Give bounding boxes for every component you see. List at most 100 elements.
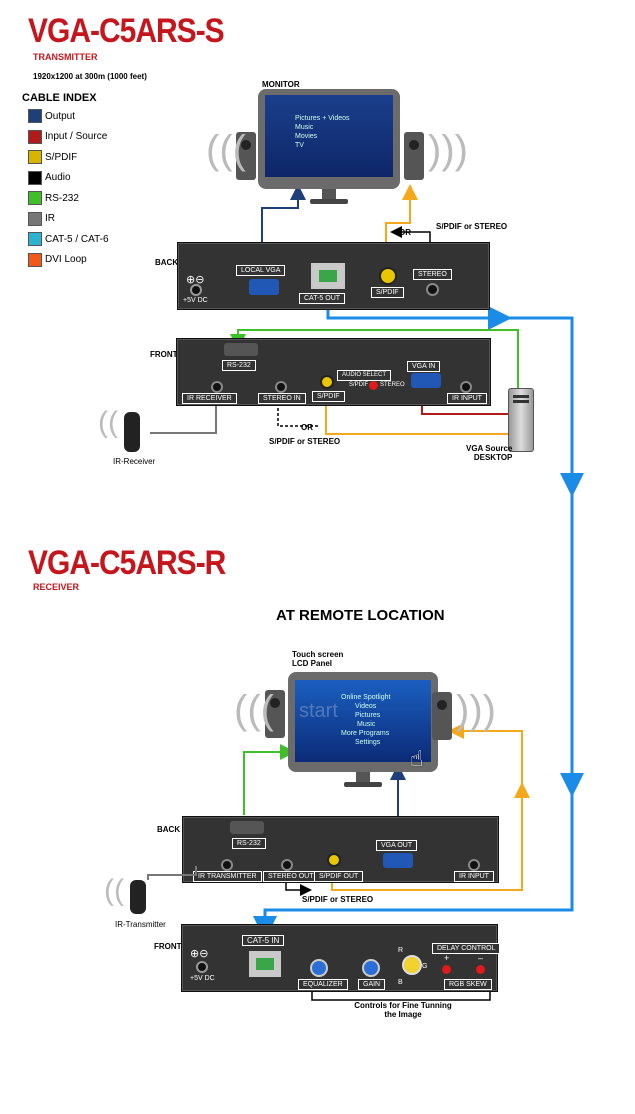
sound-wave-icon: ))): [456, 688, 496, 732]
rx-spdif-or-stereo: S/PDIF or STEREO: [302, 895, 374, 904]
cable-cat5: [253, 306, 574, 940]
cable-rs232-tx: [230, 329, 519, 388]
receiver-back-panel: RS-232 IR TRANSMITTER STEREO OUT S/PDIF …: [182, 816, 499, 883]
local-vga-port[interactable]: [249, 279, 279, 295]
spdif-or-stereo-bottom: S/PDIF or STEREO: [269, 437, 341, 446]
ir-receiver-port[interactable]: [211, 381, 223, 393]
vga-out-label: VGA OUT: [376, 840, 418, 851]
legend-item: IR: [28, 211, 55, 227]
speaker-left: [236, 132, 256, 180]
rs232-port[interactable]: [224, 343, 258, 356]
receiver-front-panel: ⊕⊖ +5V DC CAT-5 IN EQUALIZER GAIN R G B …: [181, 924, 501, 992]
spdif-port[interactable]: [379, 267, 397, 285]
transmitter-front-panel: RS-232 IR RECEIVER STEREO IN S/PDIF AUDI…: [176, 338, 491, 406]
ir-signal-icon: ((: [98, 406, 118, 439]
rx-ir-input-label: IR INPUT: [454, 871, 494, 882]
tx-front-spdif-port[interactable]: [320, 375, 334, 389]
legend-swatch: [28, 109, 42, 123]
rx-power-label: +5V DC: [190, 975, 215, 982]
monitor-label: MONITOR: [262, 80, 300, 89]
ir-receiver-label: IR RECEIVER: [182, 393, 237, 404]
legend-label: Output: [45, 110, 76, 122]
tx-front-label: FRONT: [150, 350, 178, 359]
legend-label: RS-232: [45, 192, 79, 204]
ir-signal-icon: ((: [104, 874, 124, 907]
audio-select-button[interactable]: [369, 381, 378, 390]
spdif-out-port[interactable]: [327, 853, 341, 867]
receiver-role: RECEIVER: [33, 582, 80, 592]
cable-rs232-rx: [243, 744, 296, 815]
rx-speaker-right: [432, 692, 452, 740]
legend-swatch: [28, 211, 42, 226]
cat5-out-port[interactable]: [311, 263, 345, 289]
rgb-selector-knob[interactable]: [402, 955, 422, 975]
legend-label: Audio: [45, 172, 71, 183]
receiver-model-title: VGA-C5ARS-R: [28, 544, 226, 582]
rgb-skew-label: RGB SKEW: [444, 979, 492, 990]
power-jack[interactable]: [190, 284, 202, 296]
tx-rs232-label: RS-232: [222, 360, 256, 371]
delay-minus-button[interactable]: [476, 965, 485, 974]
legend-label: CAT-5 / CAT-6: [45, 233, 109, 245]
cat5-in-port[interactable]: [249, 951, 281, 977]
gain-knob[interactable]: [362, 959, 380, 977]
legend-swatch: [28, 150, 42, 164]
monitor-screen: Pictures + Videos Music Movies TV: [265, 95, 393, 177]
legend-title: CABLE INDEX: [22, 92, 97, 104]
gain-label: GAIN: [358, 979, 386, 990]
tx-ir-input-label: IR INPUT: [447, 393, 487, 404]
stereo-port[interactable]: [426, 283, 439, 296]
ir-input-port[interactable]: [460, 381, 472, 393]
rx-speaker-left: [265, 690, 285, 738]
equalizer-label: EQUALIZER: [298, 979, 348, 990]
stereo-out-port[interactable]: [281, 859, 293, 871]
rx-front-label: FRONT: [154, 942, 182, 951]
local-vga-label: LOCAL VGA: [236, 265, 286, 276]
legend-label: DVI Loop: [45, 254, 87, 265]
equalizer-knob[interactable]: [310, 959, 328, 977]
rx-ir-input-port[interactable]: [468, 859, 480, 871]
sound-wave-icon: ))): [428, 128, 468, 172]
remote-location-heading: AT REMOTE LOCATION: [276, 607, 445, 624]
ir-receiver-device-label: IR-Receiver: [113, 457, 156, 466]
rx-rs232-port[interactable]: [230, 821, 264, 834]
vga-out-port[interactable]: [383, 853, 413, 868]
ir-transmitter-device-label: IR-Transmitter: [115, 920, 166, 929]
legend-swatch: [28, 252, 42, 267]
legend-item: Input / Source: [28, 129, 107, 145]
legend-label: S/PDIF: [45, 151, 78, 163]
or-bottom: OR: [301, 423, 313, 432]
stereo-in-port[interactable]: [275, 381, 287, 393]
cable-spdif-rx: [331, 723, 523, 891]
ir-receiver-device: [124, 412, 140, 452]
transmitter-model-title: VGA-C5ARS-S: [28, 12, 225, 50]
tx-back-label: BACK: [155, 258, 179, 267]
rgb-r-label: R: [398, 947, 404, 954]
vga-source-label: VGA Source DESKTOP: [466, 444, 513, 462]
audio-select-stereo: STEREO: [380, 382, 405, 388]
rgb-b-label: B: [398, 979, 403, 986]
power-symbol-icon: ⊕⊖: [186, 274, 205, 286]
vga-in-port[interactable]: [411, 373, 441, 388]
power-symbol-icon: ⊕⊖: [190, 948, 209, 960]
transmitter-role: TRANSMITTER: [33, 52, 98, 62]
vga-in-label: VGA IN: [407, 361, 441, 372]
delay-control-label: DELAY CONTROL: [432, 943, 501, 954]
legend-swatch: [28, 232, 42, 246]
legend-item: CAT-5 / CAT-6: [28, 231, 109, 247]
ir-transmitter-port[interactable]: [221, 859, 233, 871]
touch-panel-screen[interactable]: start Online Spotlight Videos Pictures M…: [295, 680, 431, 762]
delay-plus-button[interactable]: [442, 965, 451, 974]
monitor: Pictures + Videos Music Movies TV: [258, 89, 400, 189]
audio-select-label: AUDIO SELECT: [337, 370, 392, 381]
legend-swatch: [28, 129, 42, 144]
spdif-out-label: S/PDIF OUT: [314, 871, 364, 882]
tx-back-spdif-label: S/PDIF: [371, 287, 404, 298]
legend-item: S/PDIF: [28, 149, 77, 165]
rx-power-jack[interactable]: [196, 961, 208, 973]
legend-item: Output: [28, 108, 75, 124]
audio-select-spdif: S/PDIF: [349, 382, 369, 388]
sound-wave-icon: (((: [234, 688, 274, 732]
cat5-out-label: CAT-5 OUT: [299, 293, 346, 304]
